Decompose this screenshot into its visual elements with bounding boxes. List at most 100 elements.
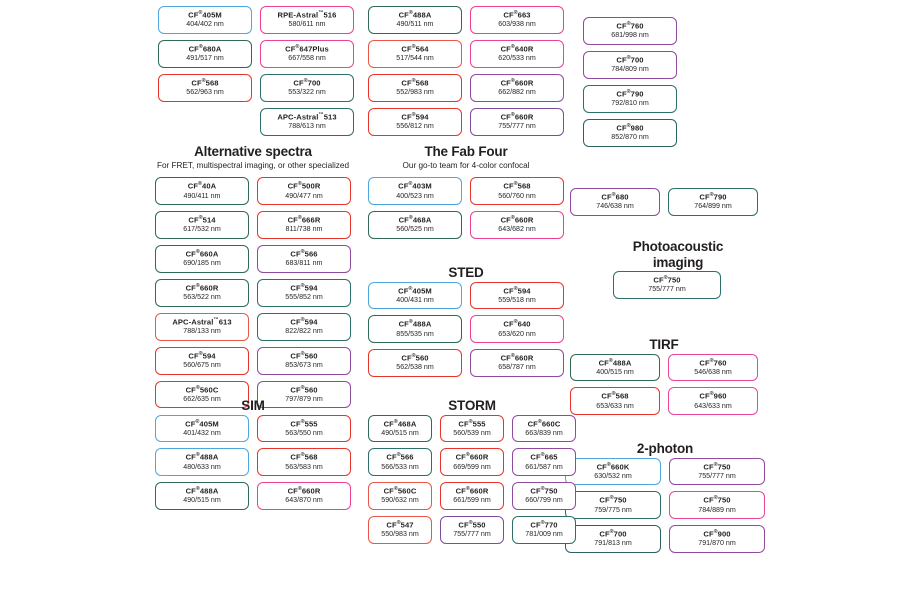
dye-name: CF®547 bbox=[386, 520, 414, 530]
trademark-symbol: ® bbox=[465, 486, 470, 493]
trademark-symbol: ® bbox=[297, 181, 302, 188]
dye-name: CF®560 bbox=[290, 350, 318, 361]
dye-spectra: 643/633 nm bbox=[694, 401, 732, 410]
trademark-symbol: ® bbox=[611, 192, 616, 198]
dye-spectra: 553/322 nm bbox=[288, 87, 326, 96]
dye-name: CF®568 bbox=[401, 77, 429, 88]
trademark-symbol: ™ bbox=[213, 316, 219, 323]
dye-spectra: 784/889 nm bbox=[698, 505, 736, 514]
trademark-symbol: ® bbox=[195, 384, 200, 391]
dye-spectra: 563/550 nm bbox=[285, 428, 323, 437]
dye-name: CF®468A bbox=[383, 418, 417, 429]
dye-spectra: 764/899 nm bbox=[694, 202, 732, 211]
trademark-symbol: ® bbox=[300, 282, 305, 289]
trademark-symbol: ® bbox=[297, 215, 302, 222]
trademark-symbol: ® bbox=[713, 529, 718, 536]
trademark-symbol: ® bbox=[626, 21, 631, 27]
dye-name: CF®594 bbox=[401, 111, 429, 122]
trademark-symbol: ® bbox=[468, 520, 473, 527]
trademark-symbol: ® bbox=[609, 495, 614, 502]
dye-name: CF®566 bbox=[290, 249, 318, 259]
